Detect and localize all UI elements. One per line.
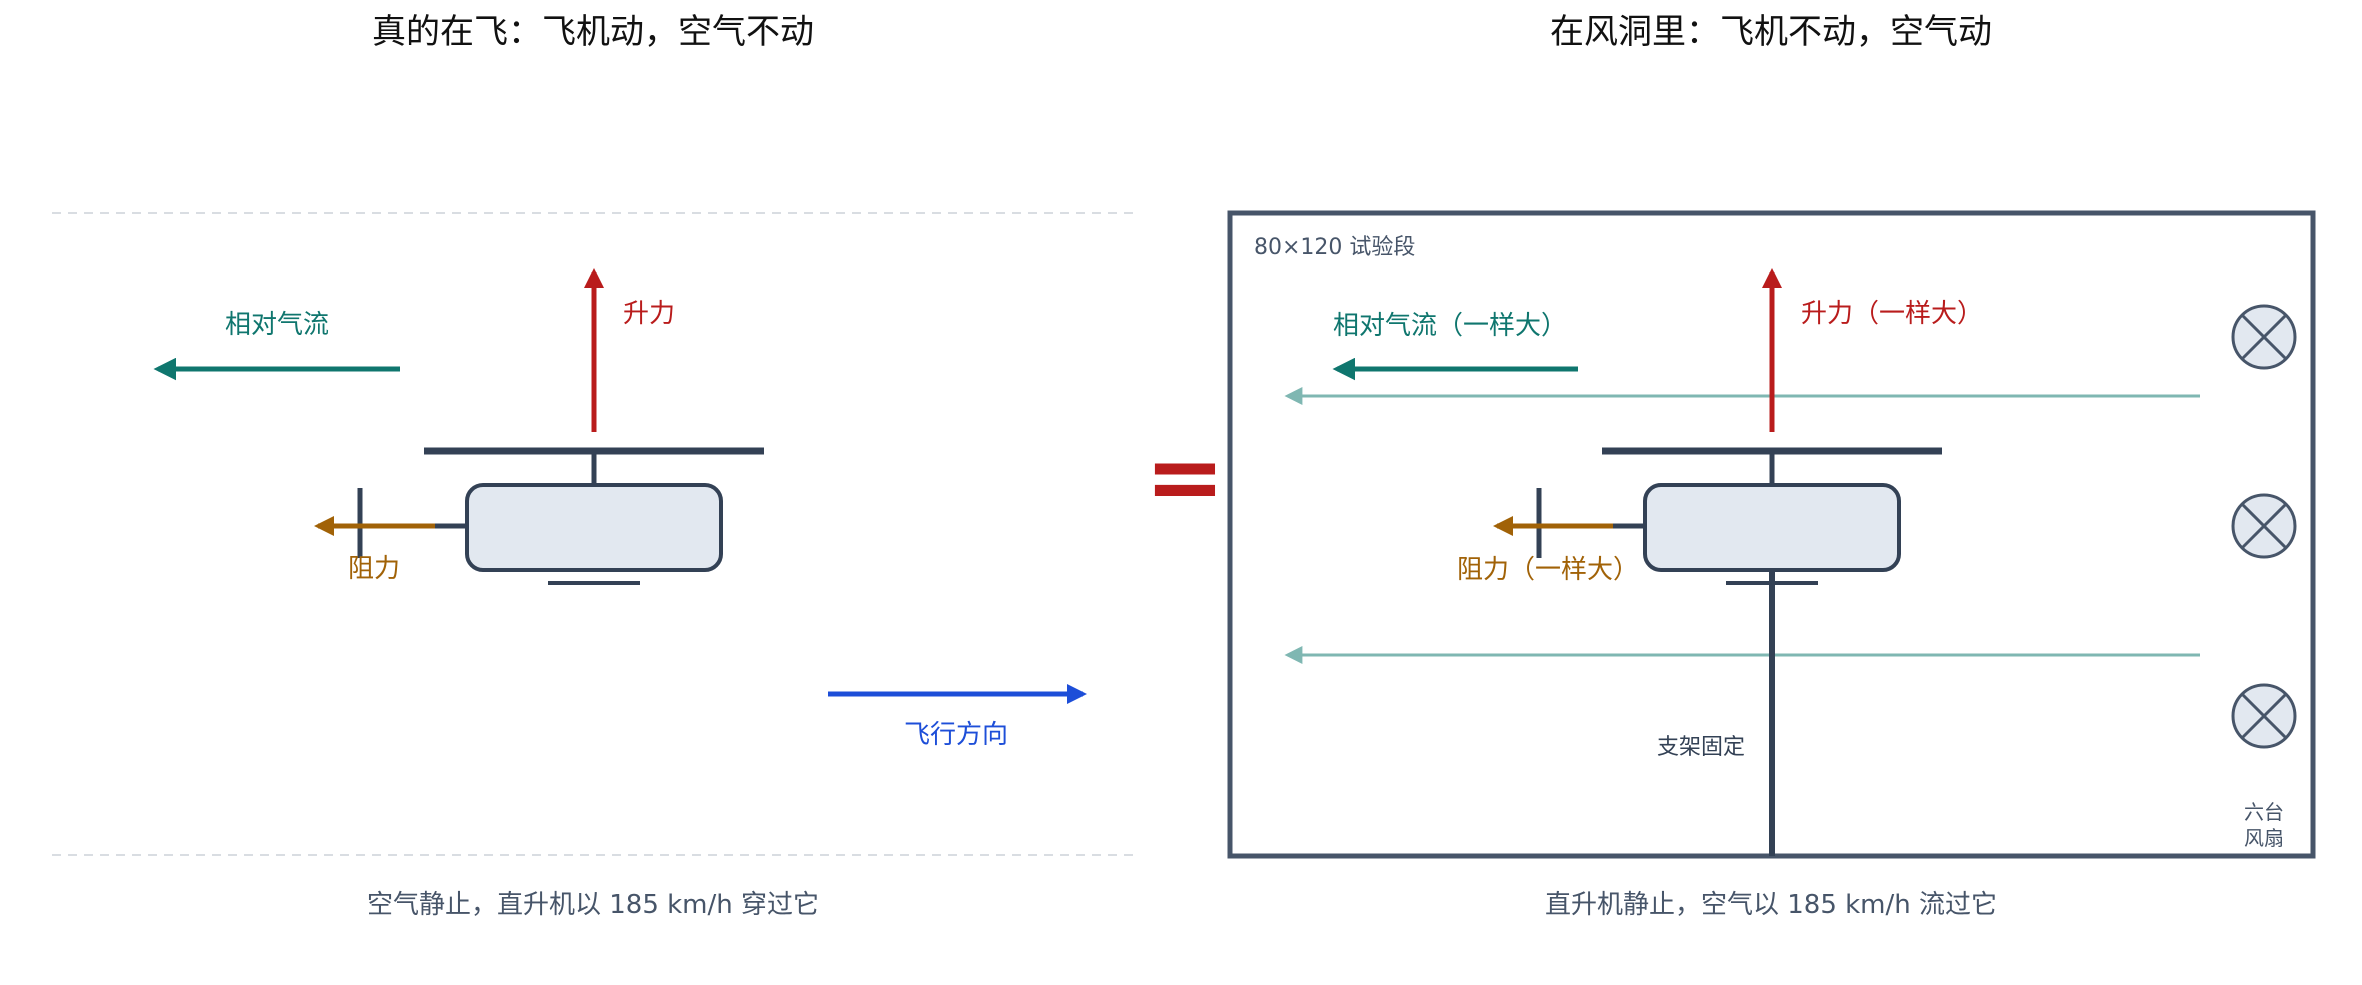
- tunnel-lift-label: 升力（一样大）: [1801, 299, 1983, 329]
- left-panel: 真的在飞：飞机动，空气不动 相对气流 升力 阻力 飞行方向 空气静止，直升机以 …: [52, 12, 1135, 920]
- tunnel-drag-label: 阻力（一样大）: [1457, 555, 1639, 585]
- tunnel-airflow-label: 相对气流（一样大）: [1333, 311, 1567, 341]
- left-panel-title: 真的在飞：飞机动，空气不动: [372, 12, 814, 52]
- tunnel-helicopter: [1536, 447, 1942, 585]
- lift-label: 升力: [623, 299, 675, 329]
- right-caption: 直升机静止，空气以 185 km/h 流过它: [1545, 890, 1997, 920]
- test-section-label: 80×120 试验段: [1254, 235, 1415, 260]
- equals-sign: =: [1145, 421, 1225, 533]
- fan-icon: [2231, 683, 2297, 749]
- flight-direction-label: 飞行方向: [904, 720, 1008, 750]
- fan-icon: [2231, 304, 2297, 370]
- drag-label: 阻力: [348, 554, 400, 584]
- fan-icon: [2231, 493, 2297, 559]
- fuselage: [1643, 483, 1901, 572]
- right-panel-title: 在风洞里：飞机不动，空气动: [1550, 12, 1992, 52]
- right-panel: 在风洞里：飞机不动，空气动 80×120 试验段 相对气流（一样大） 升力（一样…: [1227, 12, 2316, 920]
- fuselage: [465, 483, 723, 572]
- airflow-label: 相对气流: [225, 310, 329, 340]
- helicopter: [357, 447, 764, 585]
- fans-label-line2: 风扇: [2244, 826, 2284, 850]
- left-caption: 空气静止，直升机以 185 km/h 穿过它: [367, 890, 819, 920]
- fans-label-line1: 六台: [2244, 800, 2284, 824]
- mount-label: 支架固定: [1657, 735, 1745, 760]
